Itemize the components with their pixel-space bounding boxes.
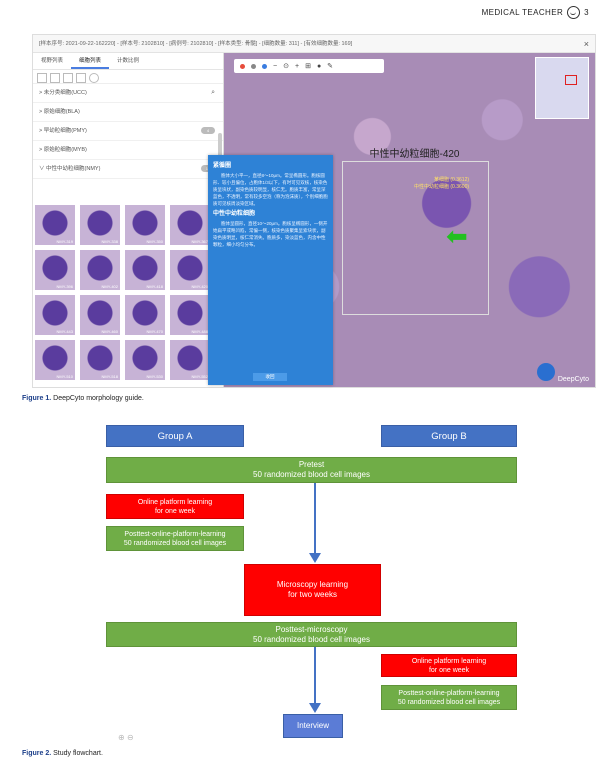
category-bla[interactable]: > 原始细胞(BLA): [33, 103, 223, 122]
frame-icon[interactable]: ⊞: [305, 63, 311, 70]
gray-dot-icon[interactable]: [251, 63, 256, 69]
interview-box: Interview: [283, 714, 343, 738]
cell-list-panel: 视野列表 细胞列表 计数比例 ⌕ > 未分类细胞(UCC) > 原始细胞(BLA…: [33, 53, 224, 387]
deepcyto-logo-icon: [537, 363, 555, 381]
zoom-in-icon[interactable]: [63, 73, 73, 83]
arrow-pretest-to-microscopy: [309, 483, 321, 563]
tab-count-ratio[interactable]: 计数比例: [117, 58, 140, 64]
pen-icon[interactable]: ✎: [327, 63, 334, 70]
cell-thumbnail[interactable]: NMY-350: [125, 205, 165, 245]
detection-scores: 某细胞 (0.3612) 中性中幼粒细胞 (0.3600): [414, 177, 470, 190]
cell-thumbnail[interactable]: NMY-319: [35, 205, 75, 245]
figure2-caption-text: Study flowchart.: [53, 750, 103, 757]
cell-thumbnail[interactable]: NMY-420: [170, 250, 210, 290]
viewer-toolbar: − ⊙ + ⊞ ● ✎: [234, 59, 384, 73]
journal-name: MEDICAL TEACHER: [481, 8, 564, 17]
cell-thumbnail[interactable]: NMY-460: [80, 295, 120, 335]
red-dot-icon[interactable]: [240, 63, 245, 69]
figure1-screenshot: [样本序号: 2021-09-22-162220] - [样本号: 210281…: [32, 34, 596, 388]
cell-thumbnail[interactable]: NMY-530: [125, 340, 165, 380]
zoom-in-icon[interactable]: ⊕: [118, 733, 125, 742]
category-ucc[interactable]: > 未分类细胞(UCC): [33, 84, 223, 103]
cell-thumbnail[interactable]: NMY-418: [125, 250, 165, 290]
figure1-caption-text: DeepCyto morphology guide.: [53, 395, 144, 402]
cell-thumbnail[interactable]: NMY-338: [80, 205, 120, 245]
tab-cell-list[interactable]: 细胞列表: [71, 53, 110, 69]
zoom-out-icon[interactable]: −: [273, 62, 278, 70]
info-text-1: 胞体大小平一，直径8～10μm。常呈椭圆形。胞核圆形、较小且偏位，占胞体1/3以…: [213, 173, 328, 206]
detection-title: 中性中幼粒细胞-420: [369, 149, 460, 160]
collapse-button[interactable]: 收回: [253, 373, 287, 381]
cell-thumbnail[interactable]: NMY-510: [35, 340, 75, 380]
settings-icon[interactable]: ⊙: [283, 63, 289, 70]
posttest-online-a-box: Posttest-online-platform-learning 50 ran…: [106, 526, 244, 551]
zoom-out-icon[interactable]: ⊖: [126, 733, 134, 742]
page-zoom-controls: ⊕ ⊖: [118, 733, 134, 742]
count-badge: 4: [201, 127, 215, 134]
deepcyto-logo-text: DeepCyto: [557, 376, 589, 383]
arrow-posttest-to-interview: [309, 647, 321, 713]
pretest-box: Pretest 50 randomized blood cell images: [106, 457, 517, 483]
microscopy-learning-box: Microscopy learning for two weeks: [244, 564, 381, 616]
cell-thumbnail[interactable]: NMY-470: [125, 295, 165, 335]
cell-thumbnail[interactable]: NMY-518: [80, 340, 120, 380]
journal-logo-icon: [567, 6, 581, 19]
detection-box: [342, 161, 489, 315]
category-nmy[interactable]: ∨ 中性中幼粒细胞(NMY)15: [33, 160, 223, 179]
close-icon[interactable]: ×: [583, 39, 589, 49]
group-a-box: Group A: [106, 425, 244, 447]
fill-icon[interactable]: ●: [316, 62, 322, 70]
search-icon[interactable]: ⌕: [211, 89, 215, 96]
posttest-microscopy-box: Posttest-microscopy 50 randomized blood …: [106, 622, 517, 647]
morphology-info-panel: 紧循圈 胞体大小平一，直径8～10μm。常呈椭圆形。胞核圆形、较小且偏位，占胞体…: [208, 155, 333, 385]
blue-dot-icon[interactable]: [262, 63, 267, 69]
figure1-caption: Figure 1. DeepCyto morphology guide.: [22, 395, 144, 402]
category-myb[interactable]: > 原始粒细胞(MYB): [33, 141, 223, 160]
figure2-caption: Figure 2. Study flowchart.: [22, 750, 103, 757]
cell-thumbnail[interactable]: NMY-402: [80, 250, 120, 290]
sample-info-text: [样本序号: 2021-09-22-162220] - [样本号: 210281…: [39, 41, 353, 47]
category-list: > 未分类细胞(UCC) > 原始细胞(BLA) > 早幼粒细胞(PMY)4 >…: [33, 84, 223, 179]
tab-field-list[interactable]: 视野列表: [41, 58, 64, 64]
minimap[interactable]: [535, 57, 589, 119]
category-pmy[interactable]: > 早幼粒细胞(PMY)4: [33, 122, 223, 141]
cell-thumbnail[interactable]: NMY-396: [35, 250, 75, 290]
grid-view-icon[interactable]: [50, 73, 60, 83]
list-scrollbar[interactable]: [218, 133, 222, 173]
minimap-viewport: [565, 75, 577, 85]
group-b-box: Group B: [381, 425, 517, 447]
info-heading-2: 中性中幼粒细胞: [213, 211, 256, 217]
online-learning-b-box: Online platform learning for one week: [381, 654, 517, 677]
cell-thumbnail[interactable]: NMY-488: [170, 295, 210, 335]
panel-tabs: 视野列表 细胞列表 计数比例: [33, 53, 223, 70]
expand-all-icon[interactable]: [37, 73, 47, 83]
cell-thumbnail[interactable]: NMY-367: [170, 205, 210, 245]
green-arrow-icon: ⬅: [446, 221, 468, 251]
thumbnail-grid: NMY-319 NMY-338 NMY-350 NMY-367 NMY-396 …: [35, 205, 215, 385]
zoom-out-icon[interactable]: [76, 73, 86, 83]
running-header: MEDICAL TEACHER 3: [482, 6, 589, 19]
target-icon[interactable]: [89, 73, 99, 83]
page-number: 3: [584, 8, 589, 17]
info-heading-1: 紧循圈: [213, 163, 232, 169]
list-toolbar: [33, 70, 223, 84]
online-learning-a-box: Online platform learning for one week: [106, 494, 244, 519]
figure1-caption-label: Figure 1.: [22, 395, 52, 402]
posttest-online-b-box: Posttest-online-platform-learning 50 ran…: [381, 685, 517, 710]
cell-thumbnail[interactable]: NMY-443: [35, 295, 75, 335]
info-text-2: 胞体呈圆形，直径10～20μm。胞核呈椭圆形，一侧开始扁平或略凹陷，常偏一侧，核…: [213, 221, 328, 247]
sample-info-bar: [样本序号: 2021-09-22-162220] - [样本号: 210281…: [33, 35, 595, 53]
zoom-in-icon[interactable]: +: [294, 62, 300, 70]
figure2-caption-label: Figure 2.: [22, 750, 52, 757]
cell-thumbnail[interactable]: NMY-552: [170, 340, 210, 380]
